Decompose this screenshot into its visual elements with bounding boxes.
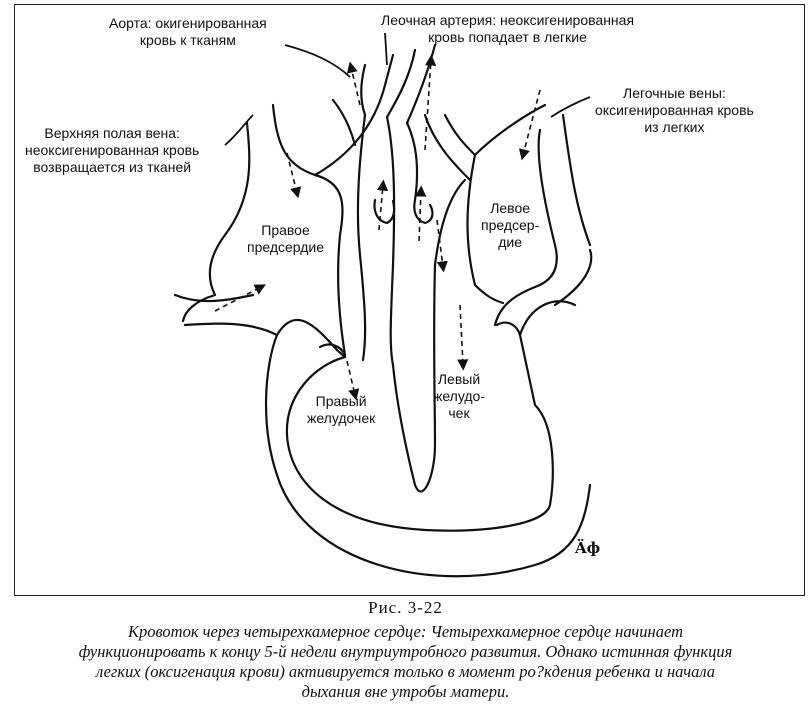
aorta-vessel (313, 53, 395, 177)
leader-pulmonary-veins (550, 96, 591, 118)
caption-line: функционировать к концу 5-й недели внутр… (78, 642, 733, 661)
caption-line: Кровоток через четырехкамерное сердце: Ч… (128, 622, 683, 641)
pulmonary-veins-vessel (423, 113, 472, 182)
flow-arrow-lv (457, 304, 469, 371)
septum (391, 263, 437, 493)
figure-number: Рис. 3-22 (368, 598, 443, 617)
artist-signature: Äф (575, 539, 601, 557)
flow-arrow-rv (346, 360, 360, 401)
flow-arrow-svc (286, 152, 302, 199)
heart-diagram (173, 32, 593, 578)
leader-pulmonary-artery (384, 32, 388, 66)
flow-arrow-la-down (436, 219, 448, 273)
caption-line: дыхания вне утробы матери. (301, 682, 510, 701)
flow-arrow-la (415, 185, 427, 242)
flow-arrow-pv (518, 89, 541, 161)
leader-svc (224, 114, 254, 146)
caption-line: легких (оксигенация крови) активируется … (96, 662, 715, 681)
leader-aorta (284, 44, 351, 78)
flow-arrow-aorta-up (346, 61, 361, 106)
flow-arrow-aorta (424, 54, 437, 151)
flow-arrow-pa (376, 179, 389, 231)
right-atrium-outline (181, 293, 217, 323)
figure-caption: Кровоток через четырехкамерное сердце: Ч… (6, 622, 805, 702)
label-superior-vena-cava: Верхняя полая вена:неоксигенированная кр… (25, 125, 200, 175)
pulmonary-artery-vessel (356, 113, 367, 362)
left-atrium-outline (473, 283, 505, 305)
superior-vena-cava (208, 121, 251, 297)
